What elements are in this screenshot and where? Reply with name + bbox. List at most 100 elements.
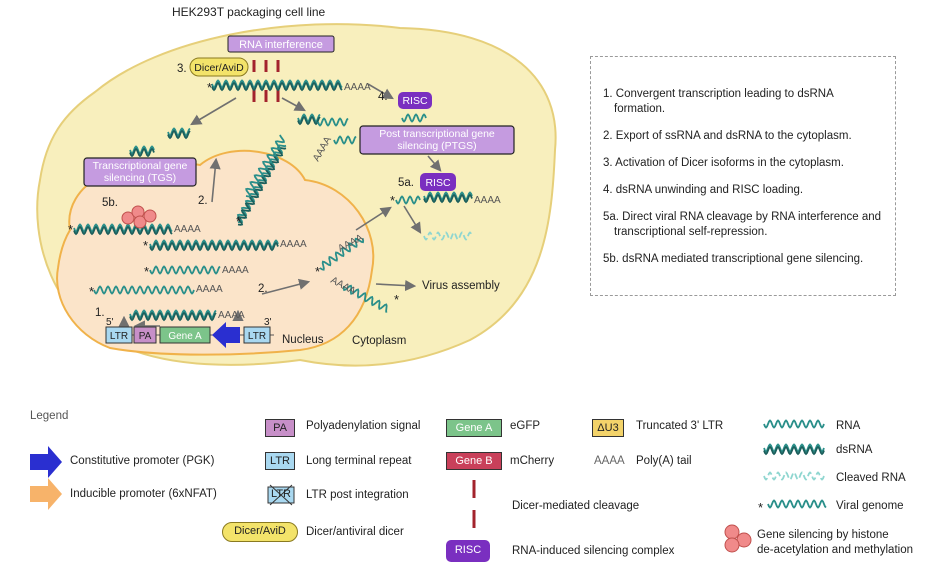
- legend-dicer-text: Dicer/antiviral dicer: [306, 526, 404, 538]
- ptgs-label-line2: silencing (PTGS): [397, 140, 476, 152]
- legend-rna-sample: [763, 419, 825, 429]
- dsrna-strand: [211, 81, 343, 92]
- legend-du3-text: Truncated 3' LTR: [636, 420, 724, 432]
- legend-ltr-text: Long terminal repeat: [306, 455, 412, 467]
- legend-constitutive-text: Constitutive promoter (PGK): [70, 455, 215, 467]
- dicer-pill: [189, 57, 249, 77]
- risc-pill-step4: [398, 92, 432, 109]
- ssrna-strand: [333, 135, 357, 145]
- dsrna-strand: [129, 147, 155, 158]
- step-label-4: 4.: [378, 91, 388, 103]
- construct-pa: [133, 326, 157, 344]
- viral-genome-star: *: [207, 80, 212, 95]
- legend-histone-text-1: Gene silencing by histone: [757, 529, 889, 541]
- viral-genome-star: *: [68, 222, 73, 237]
- construct-gene-a-label: Gene A: [168, 331, 202, 342]
- polya-label: AAAA: [280, 239, 307, 250]
- ssrna-strand: [319, 237, 365, 271]
- polya-label: AAAA: [218, 310, 245, 321]
- legend-polya-text: Poly(A) tail: [636, 455, 692, 467]
- ssrna-strand: [93, 285, 195, 295]
- dicer-label: Dicer/AviD: [194, 62, 244, 74]
- legend-rna-samples: [763, 419, 827, 509]
- legend-inducible-text: Inducible promoter (6xNFAT): [70, 488, 217, 500]
- polya-label: AAAA: [196, 284, 223, 295]
- ptgs-label-line1: Post transcriptional gene: [379, 128, 495, 140]
- legend-rna-text: RNA: [836, 420, 861, 432]
- note-step-2: 2. Export of ssRNA and dsRNA to the cyto…: [603, 130, 852, 142]
- pathway-arrows: [118, 83, 442, 332]
- cleaved-rna-strand: [423, 231, 473, 241]
- legend-ltr-post-integration-icon: [267, 484, 295, 506]
- ssrna-strand: [342, 284, 388, 313]
- viral-genome-star: *: [89, 284, 94, 299]
- ptgs-box: [359, 125, 515, 155]
- legend-viral-text: Viral genome: [836, 500, 904, 512]
- dicer-cleavage-marks: [252, 60, 280, 102]
- legend-ltr-chip: LTR: [265, 452, 295, 470]
- legend-risc-text: RNA-induced silencing complex: [512, 545, 675, 557]
- legend-pa-text: Polyadenylation signal: [306, 420, 421, 432]
- viral-genome-star: *: [236, 214, 241, 229]
- construct-three-prime: 3': [264, 317, 272, 328]
- legend-polya-chip: AAAA: [594, 455, 625, 467]
- note-step-5a: 5a. Direct viral RNA cleavage by RNA int…: [603, 211, 882, 238]
- viral-genome-stars: * * * * * * * * *: [68, 80, 399, 307]
- dsrna-strand: [129, 311, 217, 322]
- legend-dicer-chip: Dicer/AviD: [222, 522, 298, 542]
- step-label-3: 3.: [177, 63, 187, 75]
- legend-dsrna-sample: [763, 445, 825, 456]
- legend-inducible-arrow: [30, 478, 62, 510]
- risc-label-step5a: RISC: [425, 177, 451, 189]
- legend-pa-chip: PA: [265, 419, 295, 437]
- legend-viral-genome-star: *: [758, 500, 763, 515]
- legend-gene-b-chip: Gene B: [446, 452, 502, 470]
- dsrna-strand: [129, 309, 217, 319]
- virus-assembly-label: Virus assembly: [422, 280, 500, 292]
- steps-notes-box: 1. Convergent transcription leading to d…: [590, 56, 896, 296]
- ssrna-strand: [401, 113, 427, 123]
- dsrna-strand: [211, 79, 343, 89]
- legend-dsrna-text: dsRNA: [836, 444, 873, 456]
- construct-ltr-right: [243, 326, 271, 344]
- legend-histone-text-2: de-acetylation and methylation: [757, 544, 913, 556]
- legend-title: Legend: [30, 410, 69, 422]
- legend-histone-icon: [724, 524, 752, 553]
- step-label-2b: 2.: [258, 283, 268, 295]
- step-label-2a: 2.: [198, 195, 208, 207]
- polya-label: AAAA: [222, 265, 249, 276]
- cell-title: HEK293T packaging cell line: [172, 5, 326, 19]
- construct-ltr-left-label: LTR: [110, 331, 128, 342]
- step-label-1: 1.: [95, 307, 105, 319]
- risc-label-step4: RISC: [402, 95, 428, 107]
- construct-pa-label: PA: [139, 331, 152, 342]
- nucleus-membrane: [56, 149, 375, 356]
- dsrna-strand: [149, 239, 279, 249]
- dsrna-strand: [423, 191, 473, 201]
- risc-pill-step5a: [420, 173, 456, 191]
- ssrna-strand: [245, 134, 286, 198]
- dsrna-strand: [423, 193, 473, 204]
- legend-cleavage-text: Dicer-mediated cleavage: [512, 500, 640, 512]
- viral-genome-star: *: [144, 264, 149, 279]
- step-label-5a: 5a.: [398, 177, 414, 189]
- histone-cluster: [121, 205, 157, 229]
- viral-genome-star: *: [394, 292, 399, 307]
- step-labels: 3. 4. 5a. 5b. 2. 2. 1.: [95, 63, 414, 319]
- construct-gene-a: [159, 326, 211, 344]
- dsrna-strand: [129, 145, 155, 155]
- legend-cleaved-rna-sample: [763, 471, 825, 481]
- legend-du3-chip: ΔU3: [592, 419, 624, 437]
- legend-cleaved-text: Cleaved RNA: [836, 472, 906, 484]
- note-step-4: 4. dsRNA unwinding and RISC loading.: [603, 184, 804, 196]
- dsrna-strand: [73, 225, 173, 236]
- viral-genome-star: *: [390, 193, 395, 208]
- nucleus-label: Nucleus: [282, 334, 324, 346]
- ssrna-strand: [395, 195, 421, 205]
- dsrna-strand: [297, 115, 321, 126]
- legend-ltr-post-chip: LTR: [271, 488, 291, 500]
- note-step-3: 3. Activation of Dicer isoforms in the c…: [603, 157, 844, 169]
- dsrna-strand: [167, 127, 191, 137]
- ssrna-strand: [317, 117, 349, 127]
